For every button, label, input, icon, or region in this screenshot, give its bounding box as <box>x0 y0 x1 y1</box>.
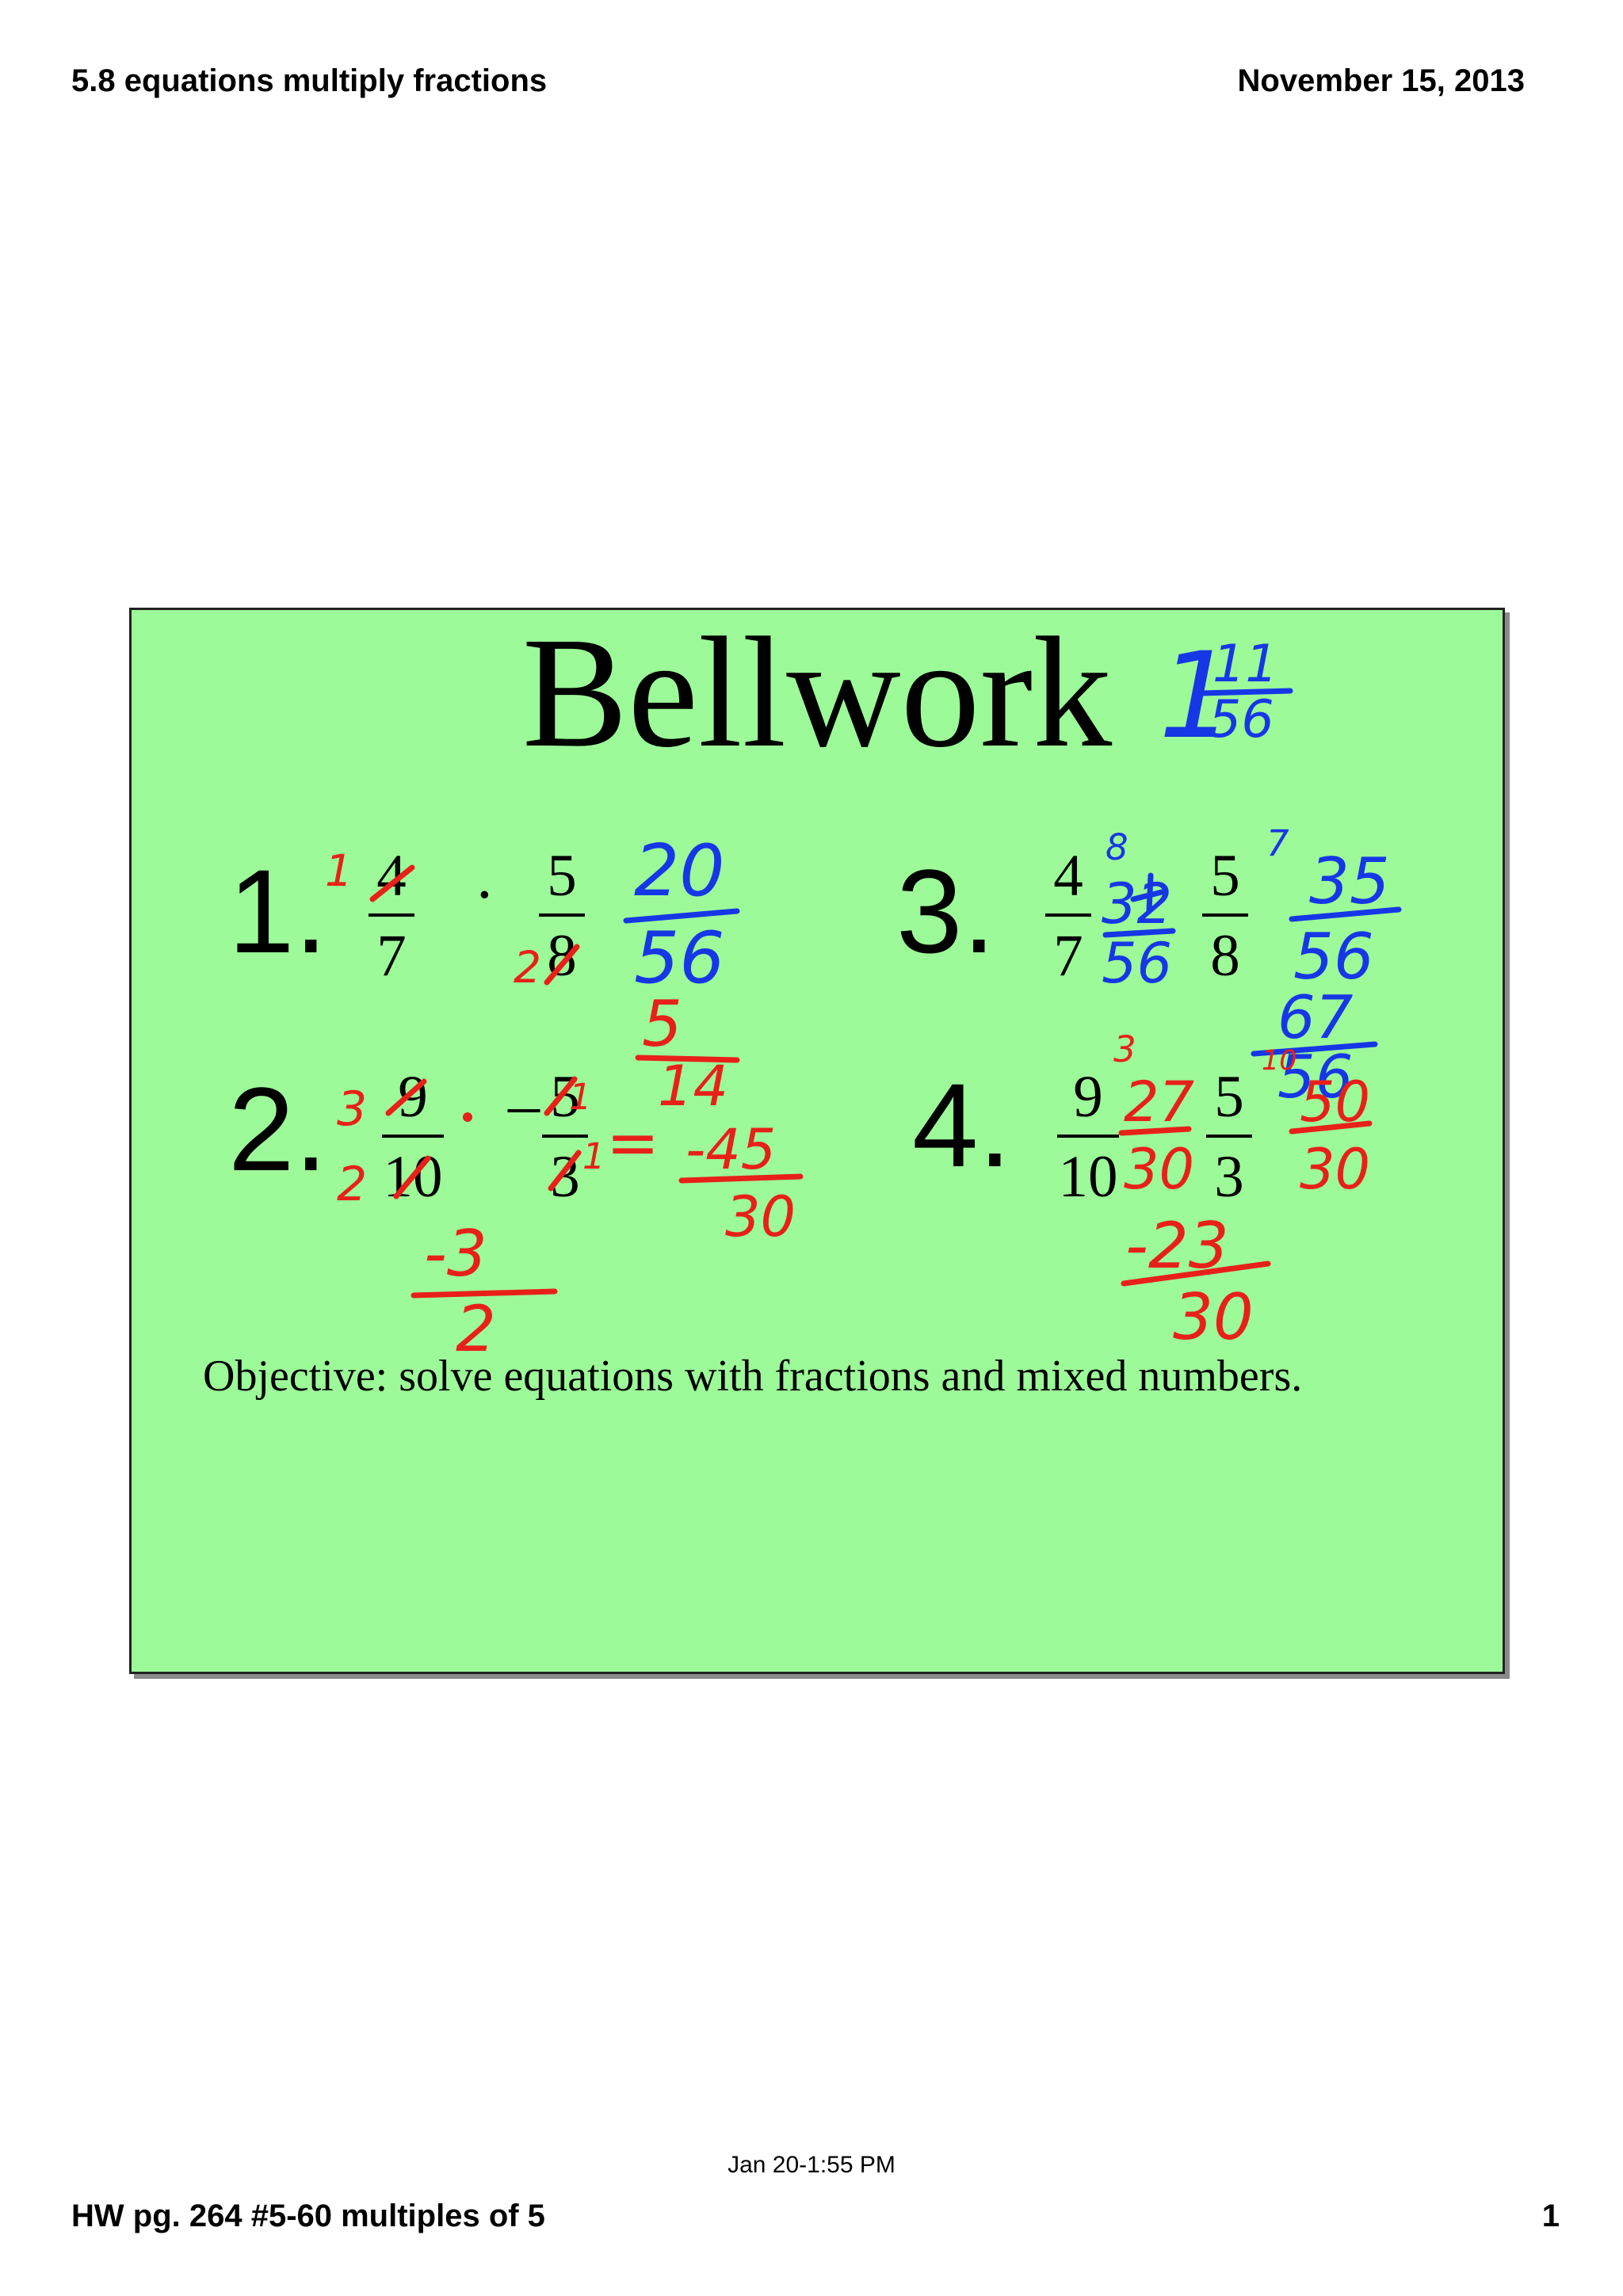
page-date: November 15, 2013 <box>1237 63 1525 98</box>
denominator: 10 <box>383 1144 443 1210</box>
denominator: 8 <box>1210 923 1240 989</box>
page-title: 5.8 equations multiply fractions <box>71 63 548 98</box>
problem-3-right-fraction: 5 8 <box>1197 846 1253 986</box>
problem-4-label: 4. <box>912 1058 1012 1192</box>
page-number: 1 <box>1541 2199 1560 2233</box>
fraction-bar <box>1206 1135 1252 1138</box>
problem-1-operator: · <box>474 860 495 930</box>
problem-3-left-fraction: 4 7 <box>1041 846 1096 986</box>
numerator: 5 <box>550 1064 580 1130</box>
numerator: 9 <box>398 1064 428 1130</box>
numerator: 4 <box>376 843 407 909</box>
problem-2-right-fraction: 5 3 <box>537 1067 593 1207</box>
problem-4-right-fraction: 5 3 <box>1201 1067 1257 1207</box>
numerator: 9 <box>1073 1064 1103 1130</box>
slide-title: Bellwork <box>521 605 1113 780</box>
fraction-bar <box>1057 1135 1119 1138</box>
numerator: 5 <box>1214 1064 1244 1130</box>
numerator: 5 <box>1210 843 1240 909</box>
fraction-bar <box>369 913 414 917</box>
fraction-bar <box>382 1135 444 1138</box>
denominator: 10 <box>1058 1144 1118 1210</box>
problem-3-label: 3. <box>896 845 996 978</box>
fraction-bar <box>1202 913 1248 917</box>
denominator: 3 <box>1214 1144 1244 1210</box>
homework-note: HW pg. 264 #5-60 multiples of 5 <box>71 2199 545 2233</box>
fraction-bar <box>1045 913 1091 917</box>
problem-1-label: 1. <box>228 845 328 978</box>
timestamp: Jan 20-1:55 PM <box>727 2152 896 2178</box>
objective-text: Objective: solve equations with fraction… <box>203 1352 1303 1401</box>
numerator: 4 <box>1053 843 1083 909</box>
fraction-bar <box>539 913 585 917</box>
problem-1-right-fraction: 5 8 <box>534 846 590 986</box>
problem-4-left-fraction: 9 10 <box>1052 1067 1124 1207</box>
denominator: 7 <box>1053 923 1083 989</box>
denominator: 3 <box>550 1144 580 1210</box>
numerator: 5 <box>547 843 577 909</box>
problem-2-negative-sign: – <box>508 1070 540 1140</box>
problem-2-label: 2. <box>228 1062 328 1196</box>
denominator: 8 <box>547 923 577 989</box>
problem-1-left-fraction: 4 7 <box>364 846 419 986</box>
problem-2-left-fraction: 9 10 <box>377 1067 449 1207</box>
denominator: 7 <box>376 923 407 989</box>
bellwork-slide: Bellwork 1. 4 7 · 5 8 2. 9 10 – 5 3 3. 4… <box>129 608 1505 1674</box>
fraction-bar <box>542 1135 588 1138</box>
